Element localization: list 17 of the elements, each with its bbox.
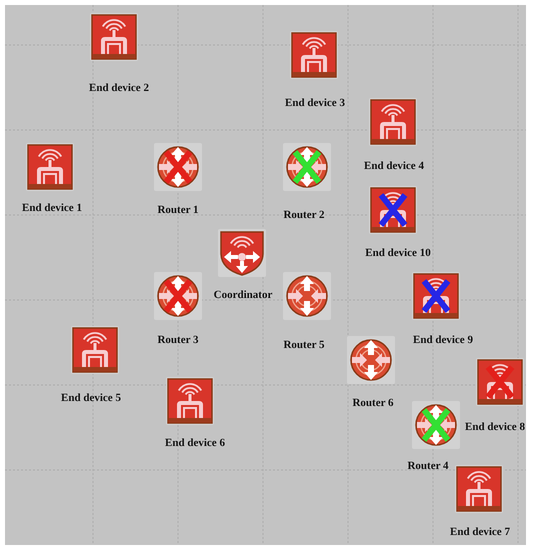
device-label: Router 4 [407, 460, 449, 473]
device-label: Router 3 [157, 334, 199, 347]
device-label: End device 3 [285, 97, 345, 110]
device-label: Router 5 [283, 339, 325, 352]
device-label: End device 10 [365, 247, 431, 260]
device-label: End device 7 [450, 526, 510, 539]
device-label: Coordinator [214, 289, 272, 302]
device-label: Router 2 [283, 209, 325, 222]
device-label: Router 1 [157, 204, 199, 217]
device-label: End device 6 [165, 437, 225, 450]
device-label: End device 5 [61, 392, 121, 405]
device-label: End device 9 [413, 334, 473, 347]
device-label: End device 4 [364, 160, 424, 173]
device-label: End device 8 [465, 421, 525, 434]
device-label: Router 6 [352, 397, 394, 410]
device-label: End device 1 [22, 202, 82, 215]
device-label: End device 2 [89, 82, 149, 95]
